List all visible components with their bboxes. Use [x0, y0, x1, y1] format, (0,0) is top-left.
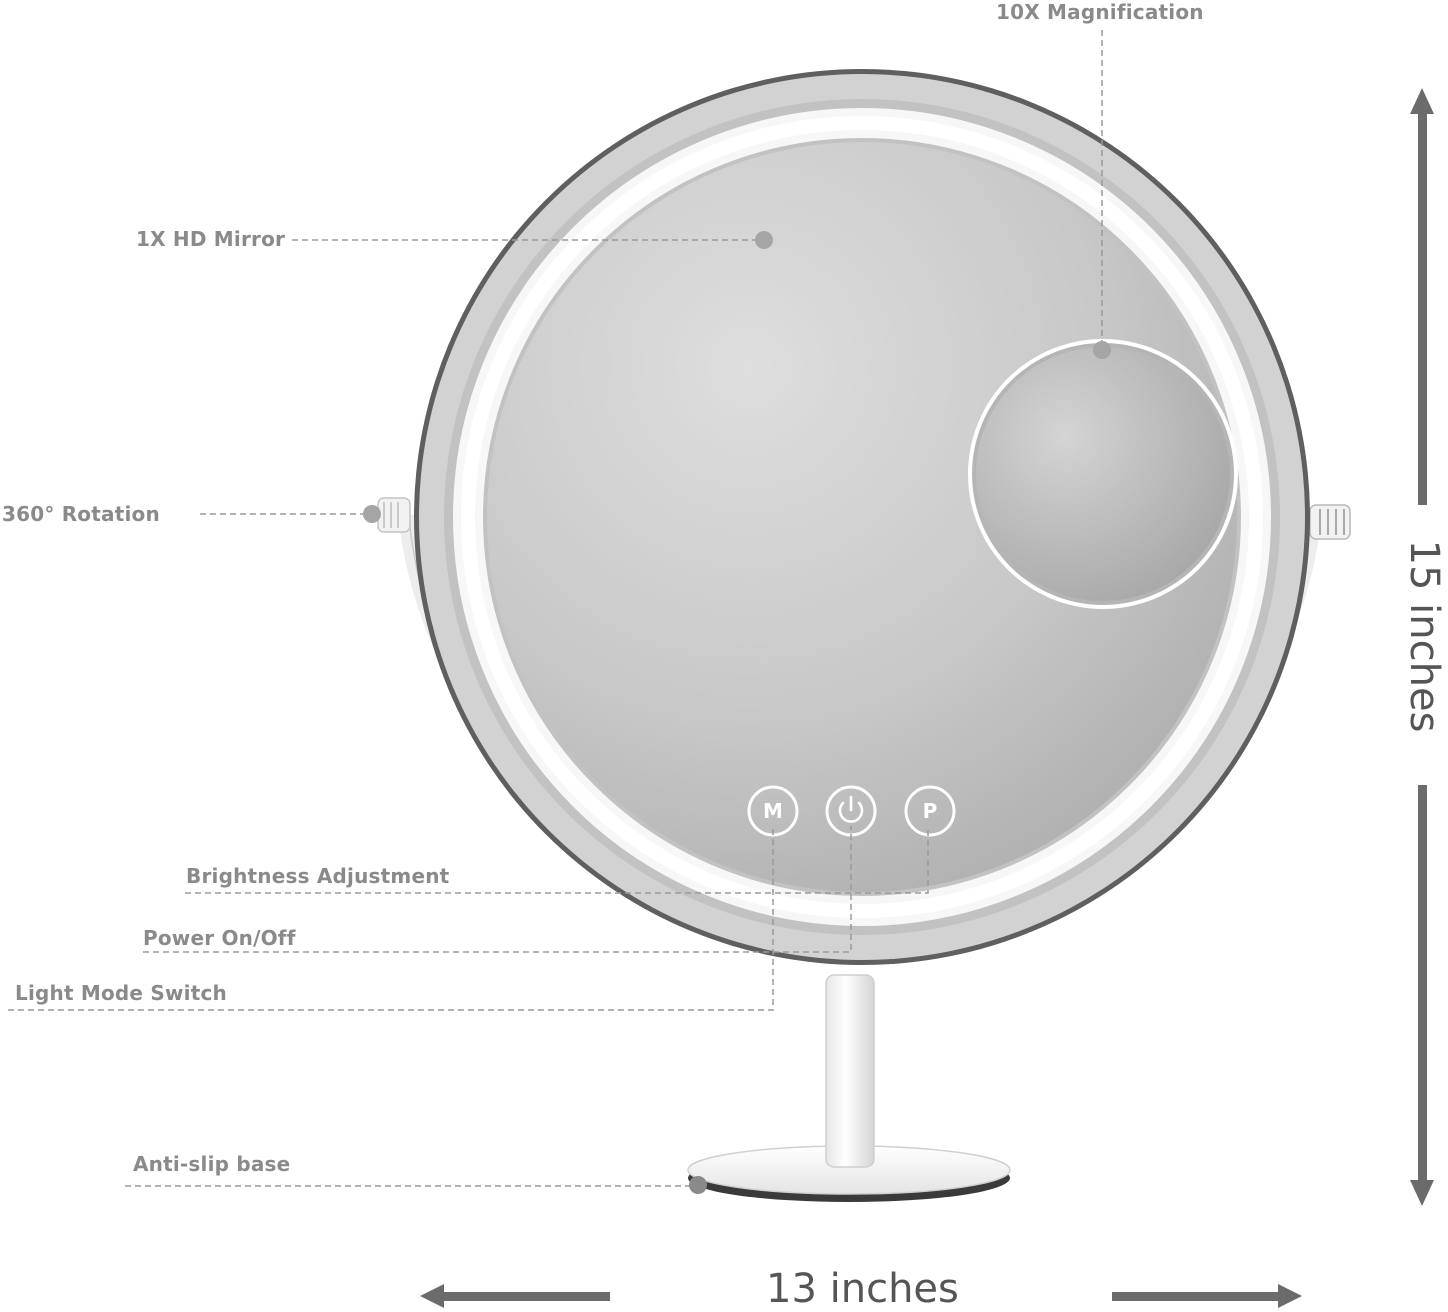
- magnification-dot: [1093, 341, 1111, 359]
- height-dimension-label: 15 inches: [1401, 539, 1447, 733]
- mirror-stem: [825, 974, 875, 1168]
- brightness-button-label: P: [923, 799, 938, 823]
- rotation-knob-left: [377, 497, 411, 533]
- hd-mirror-label: 1X HD Mirror: [136, 227, 286, 251]
- width-dimension-label: 13 inches: [766, 1266, 959, 1312]
- light-mode-label: Light Mode Switch: [15, 981, 227, 1005]
- brightness-label: Brightness Adjustment: [186, 864, 450, 888]
- callout-lines: [8, 30, 1103, 1187]
- width-arrow: [420, 1284, 1302, 1308]
- hd-mirror-dot: [755, 231, 773, 249]
- rotation-label: 360° Rotation: [2, 502, 160, 526]
- base-label: Anti-slip base: [133, 1152, 291, 1176]
- magnification-label: 10X Magnification: [996, 0, 1204, 24]
- magnifying-mirror: [968, 339, 1238, 609]
- base-dot: [689, 1176, 707, 1194]
- rotation-knob-right: [1309, 504, 1351, 540]
- brightness-leader: [185, 826, 929, 894]
- mirror-frame: [414, 69, 1310, 965]
- power-label: Power On/Off: [143, 926, 296, 950]
- power-icon: [838, 795, 864, 823]
- hd-mirror-surface: [487, 142, 1237, 892]
- brightness-button[interactable]: P: [904, 785, 956, 837]
- anti-slip-base: [687, 1145, 1011, 1202]
- power-leader: [143, 826, 852, 953]
- rotation-dot: [363, 505, 381, 523]
- callout-dots: [363, 231, 1111, 1194]
- light-mode-button-label: M: [763, 799, 783, 823]
- height-arrow: [1410, 88, 1434, 1206]
- light-mode-leader: [8, 826, 774, 1011]
